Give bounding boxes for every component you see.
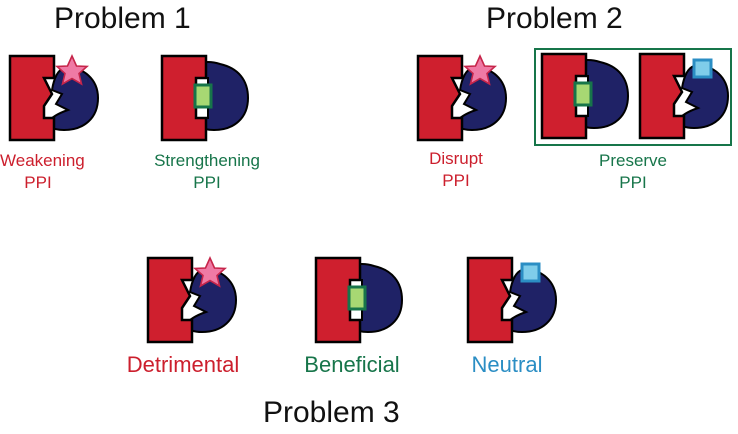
neutral-label: Neutral (471, 352, 543, 377)
neutral-diagram (466, 256, 557, 344)
problem-3-heading: Problem 3 (263, 396, 400, 429)
detrimental-diagram (146, 256, 237, 344)
problem-2-heading: Problem 2 (486, 2, 623, 35)
disrupt-ppi-diagram (416, 54, 507, 142)
strengthening-ppi-label: Strengthening PPI (154, 151, 260, 192)
preserve-strengthening-diagram (540, 52, 629, 140)
detrimental-label: Detrimental (126, 352, 240, 377)
weakening-ppi-diagram (8, 54, 99, 142)
preserve-group-box (534, 48, 732, 146)
problem-1-heading: Problem 1 (54, 2, 191, 35)
disrupt-ppi-label: Disrupt PPI (429, 149, 483, 190)
beneficial-diagram (314, 256, 403, 344)
preserve-neutral-diagram (638, 52, 729, 140)
weakening-ppi-label: Weakening PPI (0, 151, 85, 192)
strengthening-ppi-diagram (160, 54, 249, 142)
beneficial-label: Beneficial (304, 352, 400, 377)
preserve-ppi-label: Preserve PPI (598, 151, 668, 192)
